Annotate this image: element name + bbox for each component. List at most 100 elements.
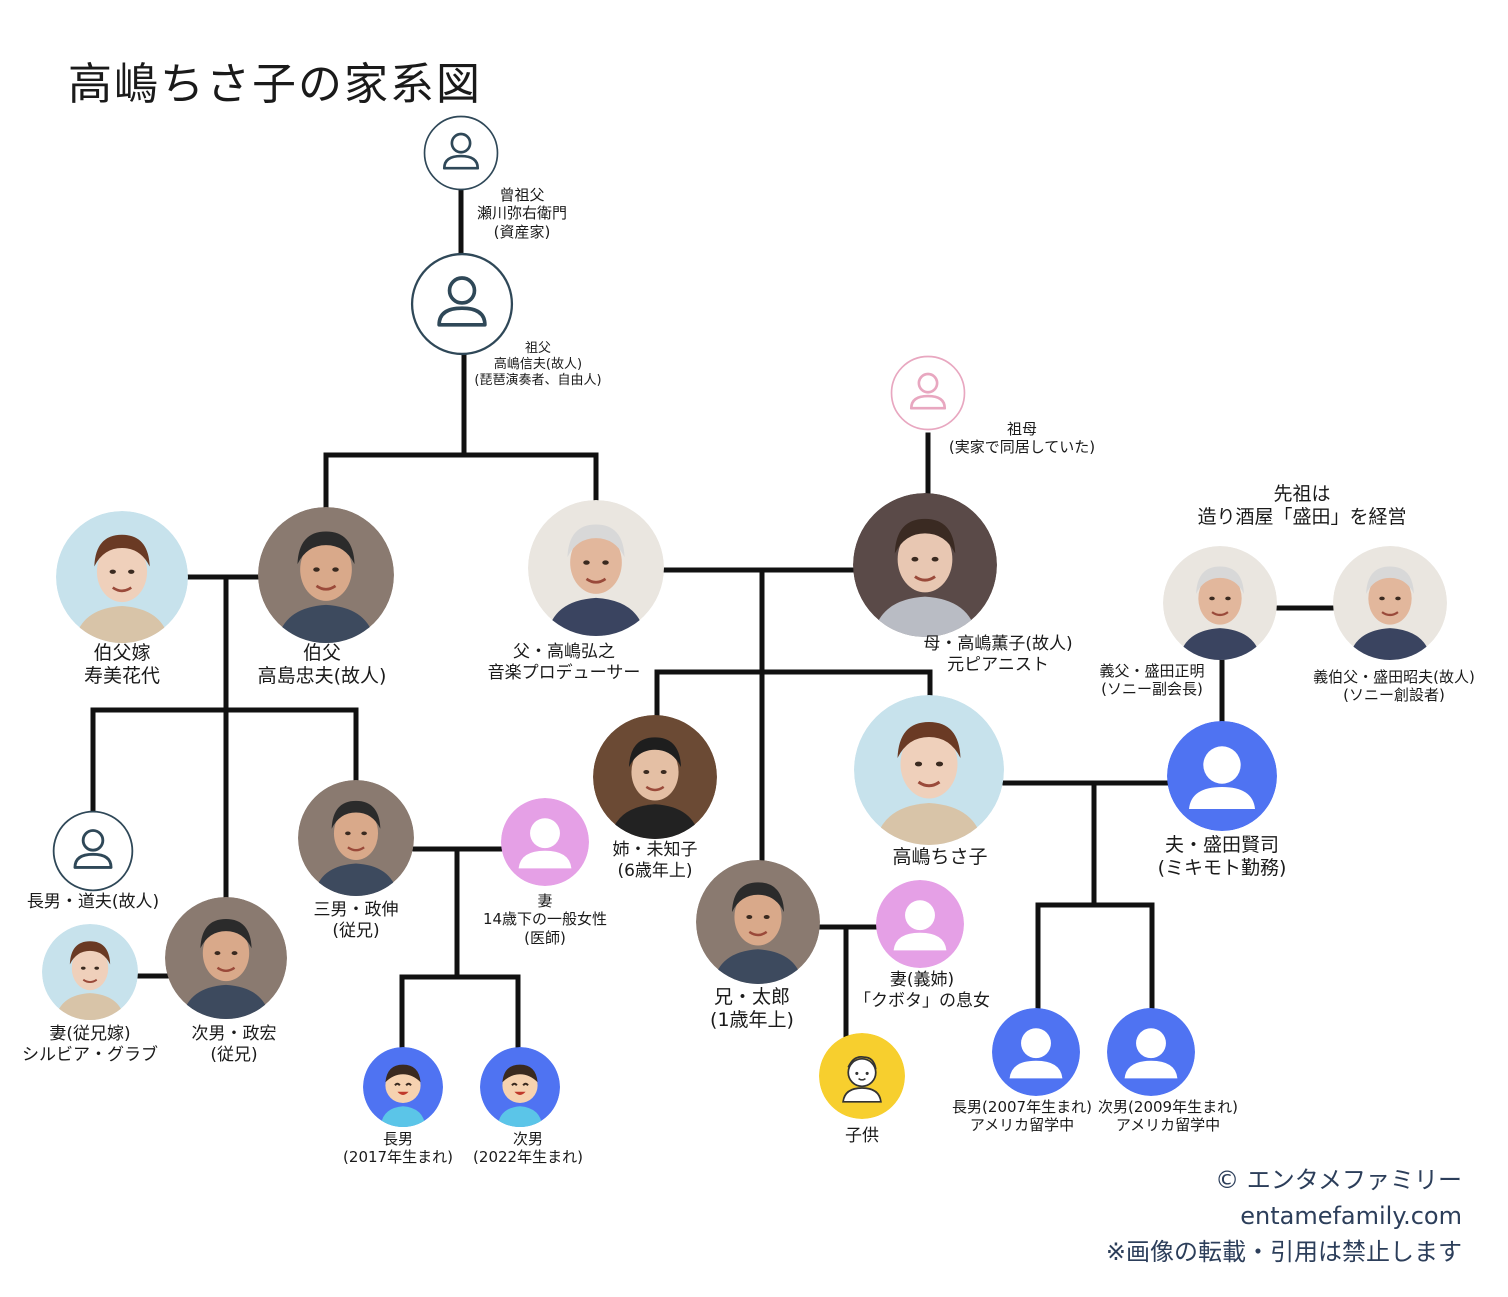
portrait-photo-icon	[854, 695, 1004, 845]
label-line: (ソニー創設者)	[1343, 686, 1445, 705]
person-silhouette-icon	[1167, 721, 1277, 831]
person-label: 伯父高島忠夫(故人)	[258, 642, 387, 688]
label-line: 妻(従兄嫁)	[49, 1024, 131, 1044]
person-label: 姉・未知子(6歳年上)	[613, 840, 698, 881]
person-label: 祖父高嶋信夫(故人)(琵琶演奏者、自由人)	[474, 341, 601, 389]
label-line: (ソニー副会長)	[1101, 680, 1203, 699]
label-line: 音楽プロデューサー	[487, 662, 641, 683]
portrait-photo-icon	[528, 500, 664, 636]
portrait-photo-icon	[165, 897, 287, 1019]
person-label: 曾祖父瀬川弥右衛門(資産家)	[477, 186, 567, 241]
label-line: 三男・政伸	[313, 900, 399, 920]
label-line: (1歳年上)	[710, 1009, 794, 1032]
label-line: 先祖は	[1273, 483, 1331, 505]
boy-icon	[363, 1047, 443, 1127]
label-line: 造り酒屋「盛田」を経営	[1197, 506, 1407, 529]
person-label: 義伯父・盛田昭夫(故人)(ソニー創設者)	[1313, 668, 1475, 705]
label-line: アメリカ留学中	[1115, 1116, 1221, 1135]
credit-copyright: © エンタメファミリー	[1215, 1166, 1462, 1194]
credit-notice: ※画像の転載・引用は禁止します	[1105, 1238, 1462, 1266]
child-icon	[819, 1033, 905, 1119]
person-label: 兄・太郎(1歳年上)	[710, 986, 794, 1032]
label-line: (従兄)	[332, 920, 380, 941]
label-line: 夫・盛田賢司	[1164, 834, 1280, 856]
label-line: 母・高嶋薫子(故人)	[923, 634, 1073, 654]
label-line: 長男	[382, 1130, 414, 1148]
label-line: 祖父	[524, 341, 551, 356]
person-label: 妻(義姉)「クボタ」の息女	[854, 970, 990, 1011]
person-outline-icon	[52, 810, 134, 892]
label-line: (琵琶演奏者、自由人)	[474, 372, 602, 388]
person-label: 高嶋ちさ子	[892, 846, 987, 869]
label-line: 子供	[845, 1126, 879, 1146]
label-line: 妻(義姉)	[889, 970, 955, 990]
connector-line	[90, 707, 359, 815]
label-line: 高嶋信夫(故人)	[493, 356, 583, 372]
label-line: 曾祖父	[499, 186, 545, 204]
credit-url: entamefamily.com	[1240, 1202, 1462, 1230]
label-line: 次男・政宏	[191, 1024, 277, 1044]
label-line: 寿美花代	[83, 665, 161, 688]
label-line: (6歳年上)	[617, 860, 693, 881]
connector-line	[1035, 902, 1155, 1015]
person-label: 妻(従兄嫁)シルビア・グラブ	[22, 1024, 158, 1065]
person-silhouette-icon	[992, 1008, 1080, 1096]
label-line: 妻	[537, 892, 553, 910]
person-label: 子供	[845, 1126, 879, 1147]
label-line: (2017年生まれ)	[343, 1148, 453, 1167]
person-label: 次男(2022年生まれ)	[473, 1130, 583, 1167]
label-line: (資産家)	[493, 222, 551, 241]
person-label: 三男・政伸(従兄)	[314, 900, 399, 941]
label-line: 長男(2007年生まれ)	[952, 1098, 1092, 1116]
person-silhouette-icon	[876, 880, 964, 968]
label-line: 瀬川弥右衛門	[476, 204, 568, 223]
label-line: 高嶋ちさ子	[892, 846, 988, 868]
person-label: 長男(2017年生まれ)	[343, 1130, 453, 1167]
label-line: (ミキモト勤務)	[1157, 857, 1287, 880]
label-line: 父・高嶋弘之	[512, 642, 615, 662]
person-silhouette-icon	[501, 798, 589, 886]
label-line: 元ピアニスト	[947, 654, 1049, 675]
diagram-title: 高嶋ちさ子の家系図	[68, 59, 482, 110]
person-label: 母・高嶋薫子(故人)元ピアニスト	[923, 634, 1072, 675]
person-label: 次男・政宏(従兄)	[192, 1024, 277, 1065]
person-label: 義父・盛田正明(ソニー副会長)	[1099, 662, 1204, 699]
person-outline-pink-icon	[890, 355, 966, 431]
label-line: 兄・太郎	[713, 986, 791, 1008]
person-silhouette-icon	[1107, 1008, 1195, 1096]
connector-line	[399, 974, 521, 1053]
portrait-photo-icon	[42, 924, 138, 1020]
portrait-photo-icon	[1163, 546, 1277, 660]
label-line: (2022年生まれ)	[473, 1148, 583, 1167]
connector-line	[323, 452, 599, 508]
label-line: 伯父嫁	[93, 642, 151, 664]
portrait-photo-icon	[298, 780, 414, 896]
portrait-photo-icon	[853, 493, 997, 637]
label-line: 「クボタ」の息女	[854, 990, 990, 1011]
label-line: 義父・盛田正明	[1099, 662, 1205, 680]
portrait-photo-icon	[696, 860, 820, 984]
label-line: (従兄)	[210, 1044, 258, 1065]
label-line: 次男	[512, 1130, 544, 1148]
person-label: 伯父嫁寿美花代	[84, 642, 160, 688]
label-line: 14歳下の一般女性	[482, 910, 608, 929]
person-label: 長男・道夫(故人)	[27, 892, 159, 913]
label-line: (医師)	[524, 928, 566, 947]
label-line: (実家で同居していた)	[948, 438, 1096, 457]
label-line: 祖母	[1006, 420, 1038, 438]
label-line: 姉・未知子	[612, 840, 698, 860]
label-line: 伯父	[302, 642, 342, 664]
person-label: 夫・盛田賢司(ミキモト勤務)	[1158, 834, 1287, 880]
label-line: シルビア・グラブ	[22, 1044, 158, 1065]
person-outline-icon	[410, 252, 514, 356]
portrait-photo-icon	[593, 715, 717, 839]
person-label: 先祖は造り酒屋「盛田」を経営	[1197, 483, 1406, 529]
person-outline-icon	[423, 115, 499, 191]
credit-block: © エンタメファミリー entamefamily.com ※画像の転載・引用は禁…	[1106, 1162, 1462, 1270]
person-label: 長男(2007年生まれ)アメリカ留学中	[952, 1098, 1092, 1135]
label-line: 義伯父・盛田昭夫(故人)	[1313, 668, 1475, 686]
label-line: 高島忠夫(故人)	[257, 665, 387, 688]
